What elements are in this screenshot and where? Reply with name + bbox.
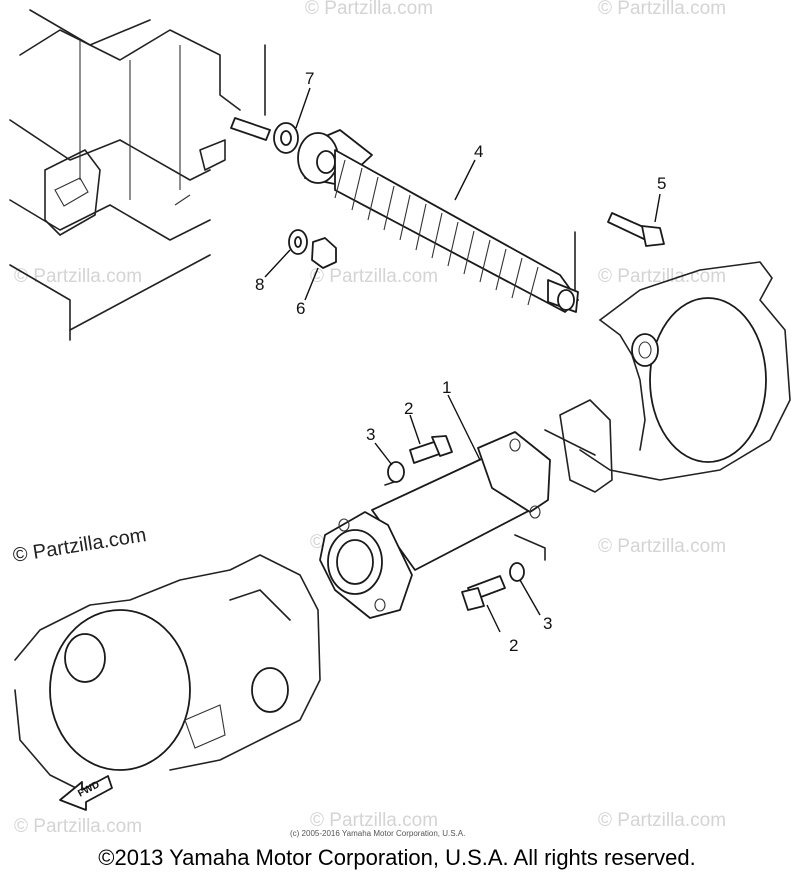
- collar-tube: [319, 431, 551, 619]
- callout-3-upper: 3: [366, 425, 375, 444]
- washer-3-lower: [509, 562, 525, 582]
- callout-4: 4: [474, 142, 483, 161]
- footer-copyright: ©2013 Yamaha Motor Corporation, U.S.A. A…: [98, 845, 696, 870]
- watermark-text: © Partzilla.com: [14, 816, 142, 837]
- callout-2-upper: 2: [404, 399, 413, 418]
- callout-8: 8: [255, 275, 264, 294]
- watermark-text: © Partzilla.com: [598, 536, 726, 557]
- engine-case: [14, 554, 321, 796]
- frame-outline: [9, 9, 266, 341]
- watermark-text: © Partzilla.com: [310, 266, 438, 287]
- bolt-5: [607, 212, 665, 247]
- callout-1: 1: [442, 378, 451, 397]
- fwd-arrow-tag: FWD: [59, 775, 113, 811]
- small-copyright: (c) 2005-2016 Yamaha Motor Corporation, …: [290, 829, 465, 838]
- callout-3-lower: 3: [543, 614, 552, 633]
- callout-numbers: 7 4 5 8 6 1 2 3 2 3: [255, 69, 666, 655]
- final-drive-housing: [544, 231, 791, 493]
- watermark-layer: © Partzilla.com © Partzilla.com © Partzi…: [14, 0, 726, 837]
- leader-lines: [264, 87, 661, 633]
- watermark-text: © Partzilla.com: [598, 810, 726, 831]
- watermark-text: © Partzilla.com: [598, 0, 726, 19]
- shock-absorber: [297, 129, 579, 313]
- watermark-text: © Partzilla.com: [310, 810, 438, 831]
- washer-8: [288, 229, 308, 255]
- nut-6: [311, 237, 337, 269]
- washer-3-upper: [387, 461, 405, 483]
- callout-2-lower: 2: [509, 636, 518, 655]
- bolt-2-lower: [461, 575, 506, 611]
- watermark-text: © Partzilla.com: [14, 266, 142, 287]
- bolt-7: [230, 117, 299, 154]
- callout-7: 7: [305, 69, 314, 88]
- callout-5: 5: [657, 174, 666, 193]
- watermark-text: © Partzilla.com: [305, 0, 433, 19]
- bolt-2-upper: [409, 435, 453, 464]
- callout-6: 6: [296, 299, 305, 318]
- partzilla-watermark: © Partzilla.com: [11, 524, 148, 567]
